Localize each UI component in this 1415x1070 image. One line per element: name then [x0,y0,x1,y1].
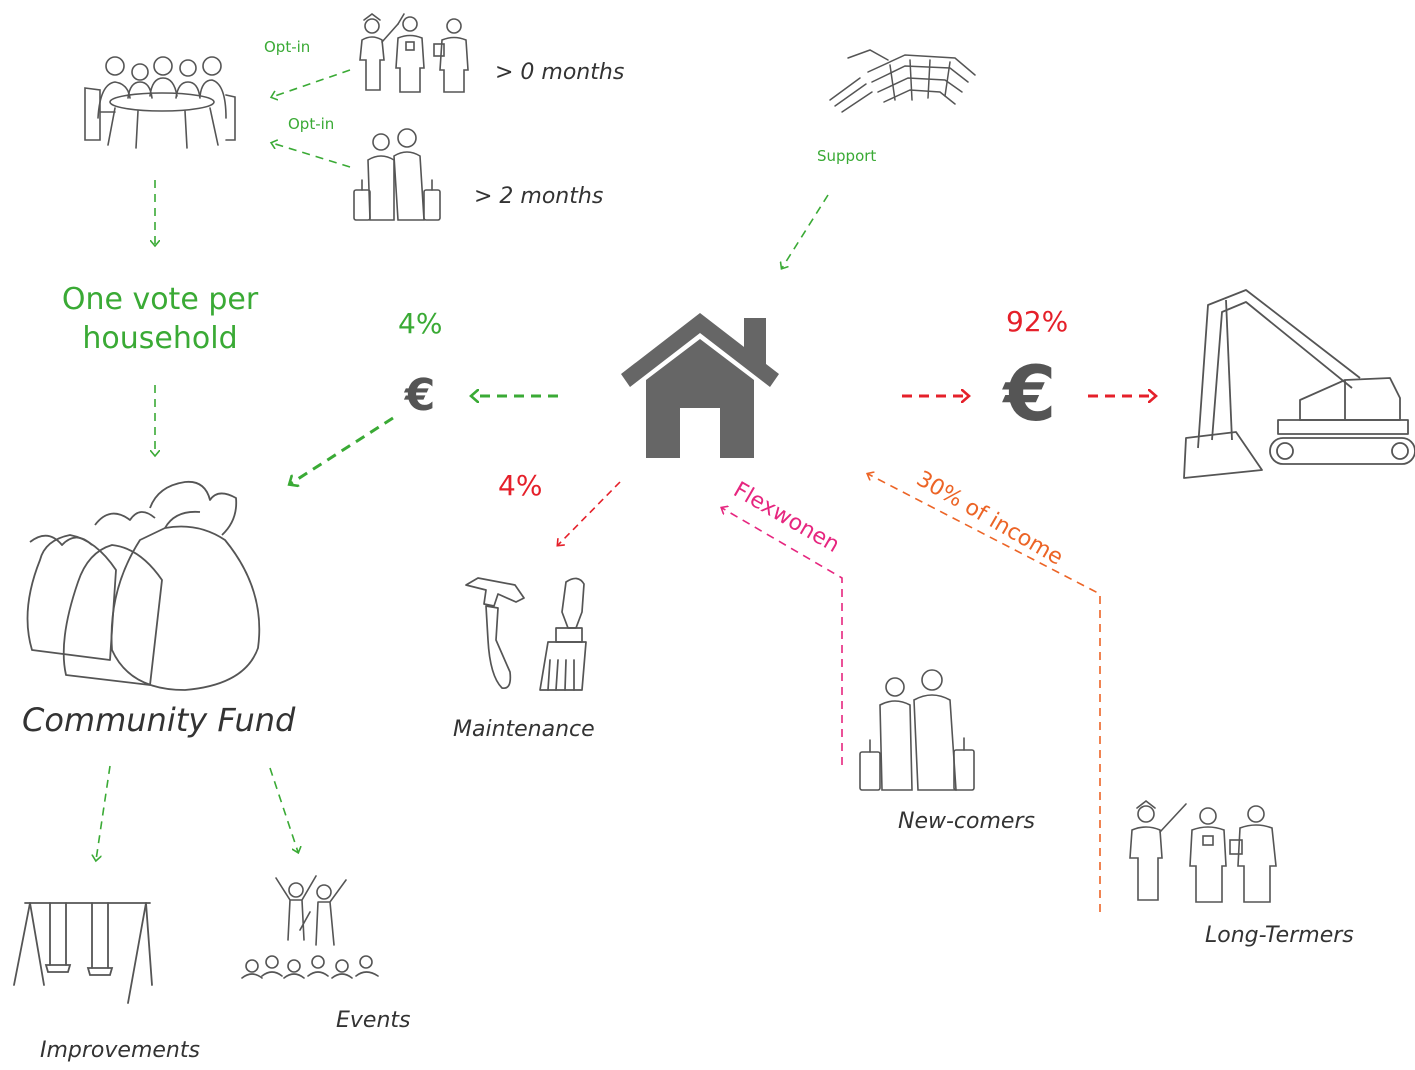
people-at-table-icon [84,56,236,149]
long-termers-label: Long-Termers [1205,923,1354,948]
travellers-with-luggage-icon [353,128,441,221]
euro-icon: € [404,370,436,421]
improvements-label: Improvements [40,1038,200,1063]
money-bags-icon [26,480,261,691]
long-termers-icon [1129,799,1277,903]
hammer-and-brush-icon [465,577,587,691]
arrow-income [868,474,1101,912]
arrow-flexwonen [722,508,843,765]
opt-in-label-1: Opt-in [264,38,311,56]
arrow-fund-to-improvements [96,765,111,860]
professionals-group-icon [359,13,469,93]
euro-icon-large: € [1002,349,1057,438]
months-2-label: > 2 months [474,184,604,209]
excavator-icon [1183,289,1415,479]
flexwonen-label: Flexwonen [729,478,844,559]
house-icon [621,313,779,458]
arrow-euro-to-fund [290,416,394,484]
new-comers-icon [859,669,975,791]
arrow-optin-professionals [272,69,351,97]
swing-set-icon [13,902,153,1004]
vote-label-line1: One vote per [61,282,259,317]
construction-percentage: 92% [1006,305,1069,338]
crowd-celebrating-icon [241,875,379,979]
arrow-fund-to-events [269,767,298,852]
arrow-optin-travellers [272,143,351,168]
income-label: 30% of income [912,467,1067,571]
parliament-seats-icon [829,49,976,113]
maintenance-percentage: 4% [498,469,543,502]
opt-in-label-2: Opt-in [288,115,335,133]
arrow-support-to-house [782,194,829,268]
events-label: Events [336,1008,411,1033]
maintenance-label: Maintenance [453,717,595,742]
arrows [96,69,1155,912]
support-label: Support [817,147,877,165]
vote-label: One vote per household [10,280,310,358]
new-comers-label: New-comers [898,809,1035,834]
fund-percentage: 4% [398,307,443,340]
community-fund-label: Community Fund [22,701,296,739]
vote-label-line2: household [82,321,238,356]
arrow-house-to-maintenance [558,481,621,545]
months-0-label: > 0 months [495,60,625,85]
